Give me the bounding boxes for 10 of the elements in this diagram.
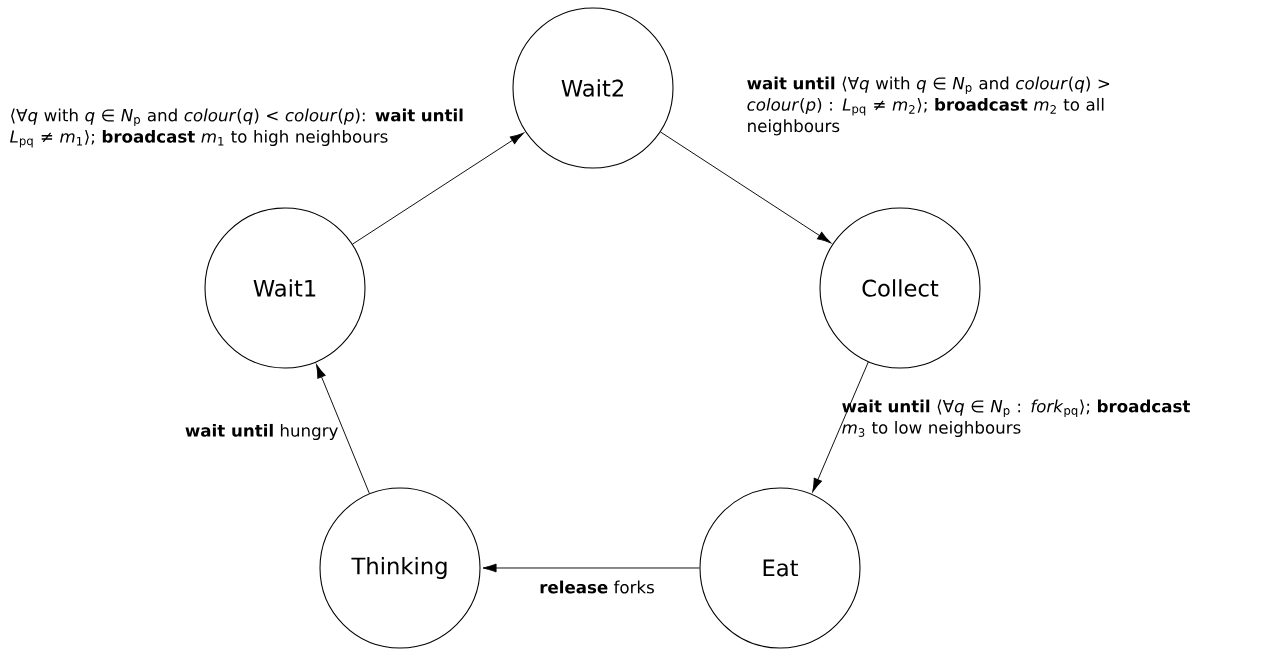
arrow	[352, 132, 524, 245]
arrow	[660, 131, 831, 244]
edge-label: wait until ⟨∀q ∈ N$_{p}$ : fork$_{pq}$⟩; broadcast m$_{3}$ to low neighbours	[842, 399, 1190, 438]
edge-label: release forks	[540, 580, 654, 594]
arrow	[316, 364, 370, 494]
arrow	[482, 563, 700, 573]
edge-label: wait until ⟨∀q with q ∈ N$_{p}$ and colour(q) > colour(p) : L$_{pq}$ ≠ m$_{2}$⟩; broadcast m$_{2}$ to all neighbours	[747, 76, 1110, 136]
arrow	[812, 361, 869, 493]
edge-label: wait until hungry	[185, 423, 338, 441]
edge-label: ⟨∀q with q ∈ N$_{p}$ and colour(q) < colour(p): wait until L$_{pq}$ ≠ m$_{1}$⟩; broadcast m$_{1}$ to high neighbours	[10, 108, 463, 148]
